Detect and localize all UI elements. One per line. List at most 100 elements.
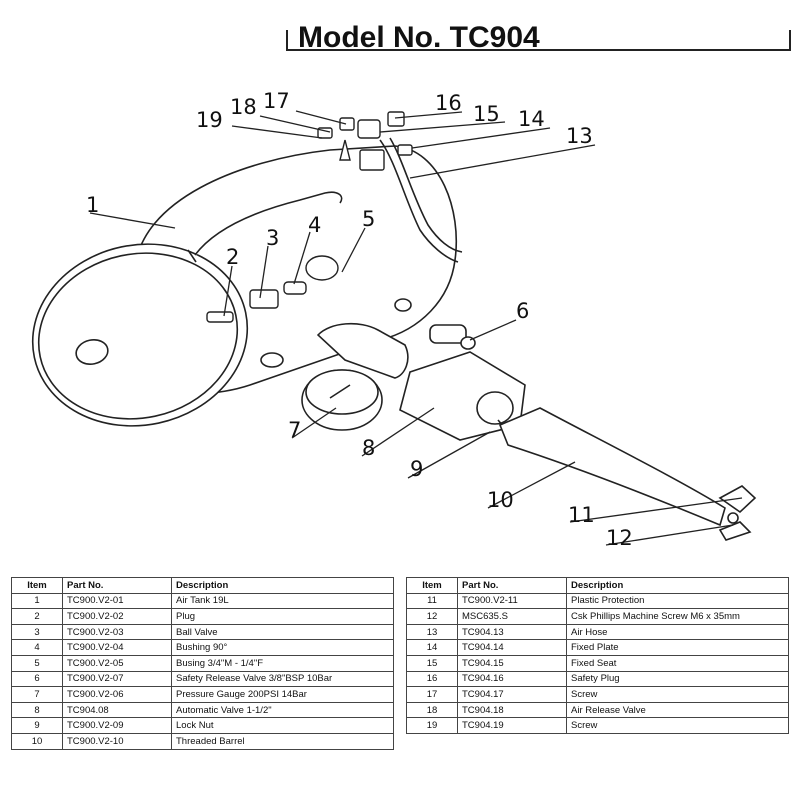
header-item: Item <box>406 577 458 594</box>
pressure-gauge <box>301 322 409 431</box>
description-cell: Air Hose <box>566 623 789 641</box>
top-fittings <box>317 111 413 171</box>
item-cell: 3 <box>11 623 63 641</box>
item-cell: 10 <box>11 732 63 750</box>
item-cell: 2 <box>11 608 63 625</box>
header-description: Description <box>566 577 789 594</box>
item-cell: 9 <box>11 717 63 734</box>
description-cell: Plastic Protection <box>566 592 789 610</box>
part-no-cell: TC904.18 <box>457 701 567 719</box>
item-cell: 5 <box>11 654 63 672</box>
model-title-box: Model No. TC904 <box>286 21 791 54</box>
description-cell: Fixed Seat <box>566 654 789 672</box>
part-no-cell: TC904.17 <box>457 686 567 703</box>
header-part-no: Part No. <box>62 577 172 594</box>
table-header-row: Item Part No. Description <box>406 577 789 594</box>
automatic-valve <box>399 324 526 441</box>
item-cell: 4 <box>11 639 63 656</box>
item-cell: 14 <box>406 639 458 656</box>
callout-6: 6 <box>516 299 529 323</box>
part-no-cell: TC900.V2-01 <box>62 592 172 610</box>
callout-19: 19 <box>196 108 223 132</box>
callout-5: 5 <box>362 207 375 231</box>
description-cell: Air Release Valve <box>566 701 789 719</box>
part-no-cell: TC900.V2-03 <box>62 623 172 641</box>
callout-17: 17 <box>263 89 290 113</box>
callout-3: 3 <box>266 226 279 250</box>
part-no-cell: TC904.16 <box>457 670 567 688</box>
header-description: Description <box>171 577 394 594</box>
item-cell: 1 <box>11 592 63 610</box>
air-tank <box>31 145 457 427</box>
leader-lines <box>89 110 743 546</box>
description-cell: Screw <box>566 717 789 734</box>
description-cell: Busing 3/4"M - 1/4"F <box>171 654 394 672</box>
part-no-cell: TC900.V2-06 <box>62 686 172 703</box>
item-cell: 15 <box>406 654 458 672</box>
part-no-cell: TC900.V2-09 <box>62 717 172 734</box>
header-part-no: Part No. <box>457 577 567 594</box>
description-cell: Safety Release Valve 3/8"BSP 10Bar <box>171 670 394 688</box>
part-no-cell: TC900.V2-04 <box>62 639 172 656</box>
description-cell: Threaded Barrel <box>171 732 394 750</box>
callout-8: 8 <box>362 436 375 460</box>
callout-labels: 1 2 3 4 5 6 7 8 9 10 11 12 13 14 15 16 1… <box>86 89 633 550</box>
part-no-cell: TC900.V2-10 <box>62 732 172 750</box>
callout-7: 7 <box>288 418 301 442</box>
description-cell: Fixed Plate <box>566 639 789 656</box>
callout-4: 4 <box>308 213 321 237</box>
part-no-cell: TC900.V2-11 <box>457 592 567 610</box>
part-no-cell: TC904.15 <box>457 654 567 672</box>
description-cell: Bushing 90° <box>171 639 394 656</box>
description-cell: Csk Phillips Machine Screw M6 x 35mm <box>566 608 789 625</box>
callout-15: 15 <box>473 102 500 126</box>
item-cell: 6 <box>11 670 63 688</box>
callout-14: 14 <box>518 107 545 131</box>
item-cell: 11 <box>406 592 458 610</box>
air-hose <box>379 137 463 263</box>
callout-16: 16 <box>435 91 462 115</box>
description-cell: Air Tank 19L <box>171 592 394 610</box>
description-cell: Plug <box>171 608 394 625</box>
part-no-cell: TC900.V2-02 <box>62 608 172 625</box>
callout-1: 1 <box>86 193 99 217</box>
exploded-parts-diagram: Model No. TC904 <box>31 21 791 550</box>
callout-2: 2 <box>226 245 239 269</box>
callout-12: 12 <box>606 526 633 550</box>
header-item: Item <box>11 577 63 594</box>
model-title: Model No. TC904 <box>298 21 540 54</box>
description-cell: Safety Plug <box>566 670 789 688</box>
item-cell: 18 <box>406 701 458 719</box>
item-cell: 17 <box>406 686 458 703</box>
table-header-row: Item Part No. Description <box>11 577 394 594</box>
item-cell: 8 <box>11 701 63 719</box>
item-cell: 19 <box>406 717 458 734</box>
description-cell: Pressure Gauge 200PSI 14Bar <box>171 686 394 703</box>
part-no-cell: TC904.08 <box>62 701 172 719</box>
tank-fittings <box>206 255 339 323</box>
description-cell: Screw <box>566 686 789 703</box>
part-no-cell: TC904.19 <box>457 717 567 734</box>
callout-18: 18 <box>230 95 257 119</box>
item-cell: 7 <box>11 686 63 703</box>
item-cell: 12 <box>406 608 458 625</box>
